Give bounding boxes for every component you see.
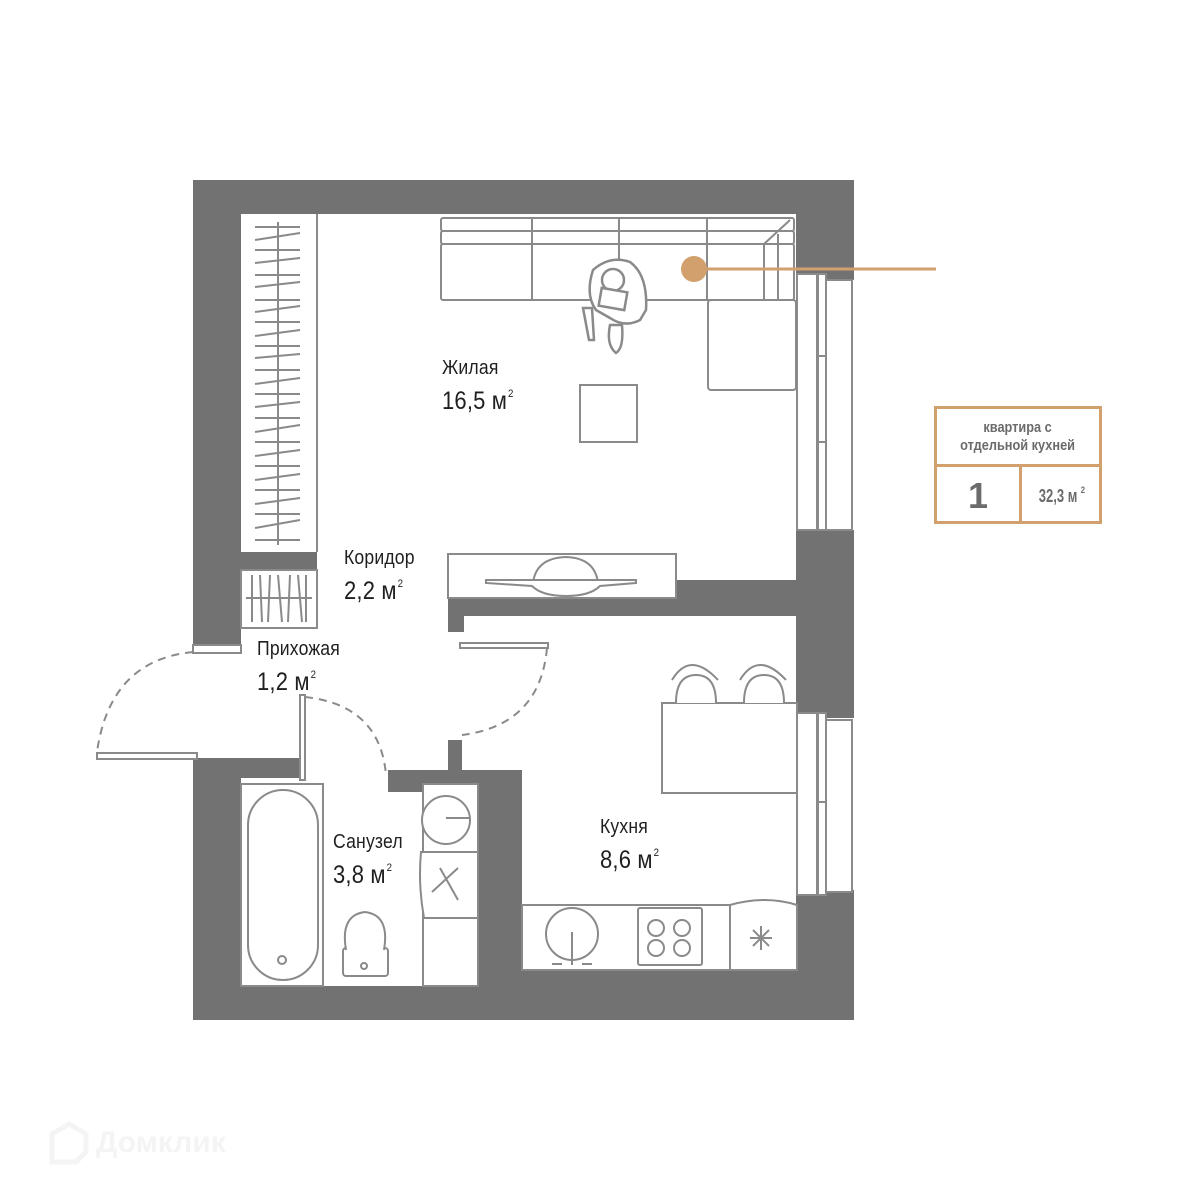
room-name: Коридор <box>344 547 415 569</box>
bathroom-door <box>299 694 387 781</box>
room-label-hallway: Прихожая 1,2 м2 <box>257 637 340 696</box>
bathroom-fixtures <box>240 783 479 987</box>
rooms-count: 1 <box>937 467 1022 524</box>
room-area: 3,8 м2 <box>333 861 393 889</box>
room-label-living: Жилая 16,5 м2 <box>442 356 514 415</box>
entry-door <box>96 644 242 760</box>
walls <box>193 180 854 1020</box>
room-area: 2,2 м2 <box>344 577 404 605</box>
watermark: Домклик <box>48 1120 226 1166</box>
coffee-table <box>579 384 638 443</box>
watermark-text: Домклик <box>96 1126 226 1159</box>
room-name: Жилая <box>442 357 499 379</box>
room-name: Кухня <box>600 816 648 838</box>
room-area: 16,5 м2 <box>442 387 514 415</box>
tv-unit <box>447 553 677 599</box>
room-label-kitchen: Кухня 8,6 м2 <box>600 815 659 874</box>
house-logo-icon <box>49 1121 89 1165</box>
marker-leader <box>681 256 936 282</box>
person-figure <box>581 258 648 355</box>
room-name: Прихожая <box>257 638 340 660</box>
kitchen-furniture <box>521 664 798 971</box>
room-area: 8,6 м2 <box>600 846 660 874</box>
room-area: 1,2 м2 <box>257 668 317 696</box>
apartment-type: квартира с отдельной кухней <box>937 409 1099 467</box>
room-name: Санузел <box>333 831 403 853</box>
room-label-corridor: Коридор 2,2 м2 <box>344 546 415 605</box>
room-label-bathroom: Санузел 3,8 м2 <box>333 830 403 889</box>
wardrobe <box>240 214 318 629</box>
windows <box>796 273 853 896</box>
kitchen-door <box>459 642 549 736</box>
